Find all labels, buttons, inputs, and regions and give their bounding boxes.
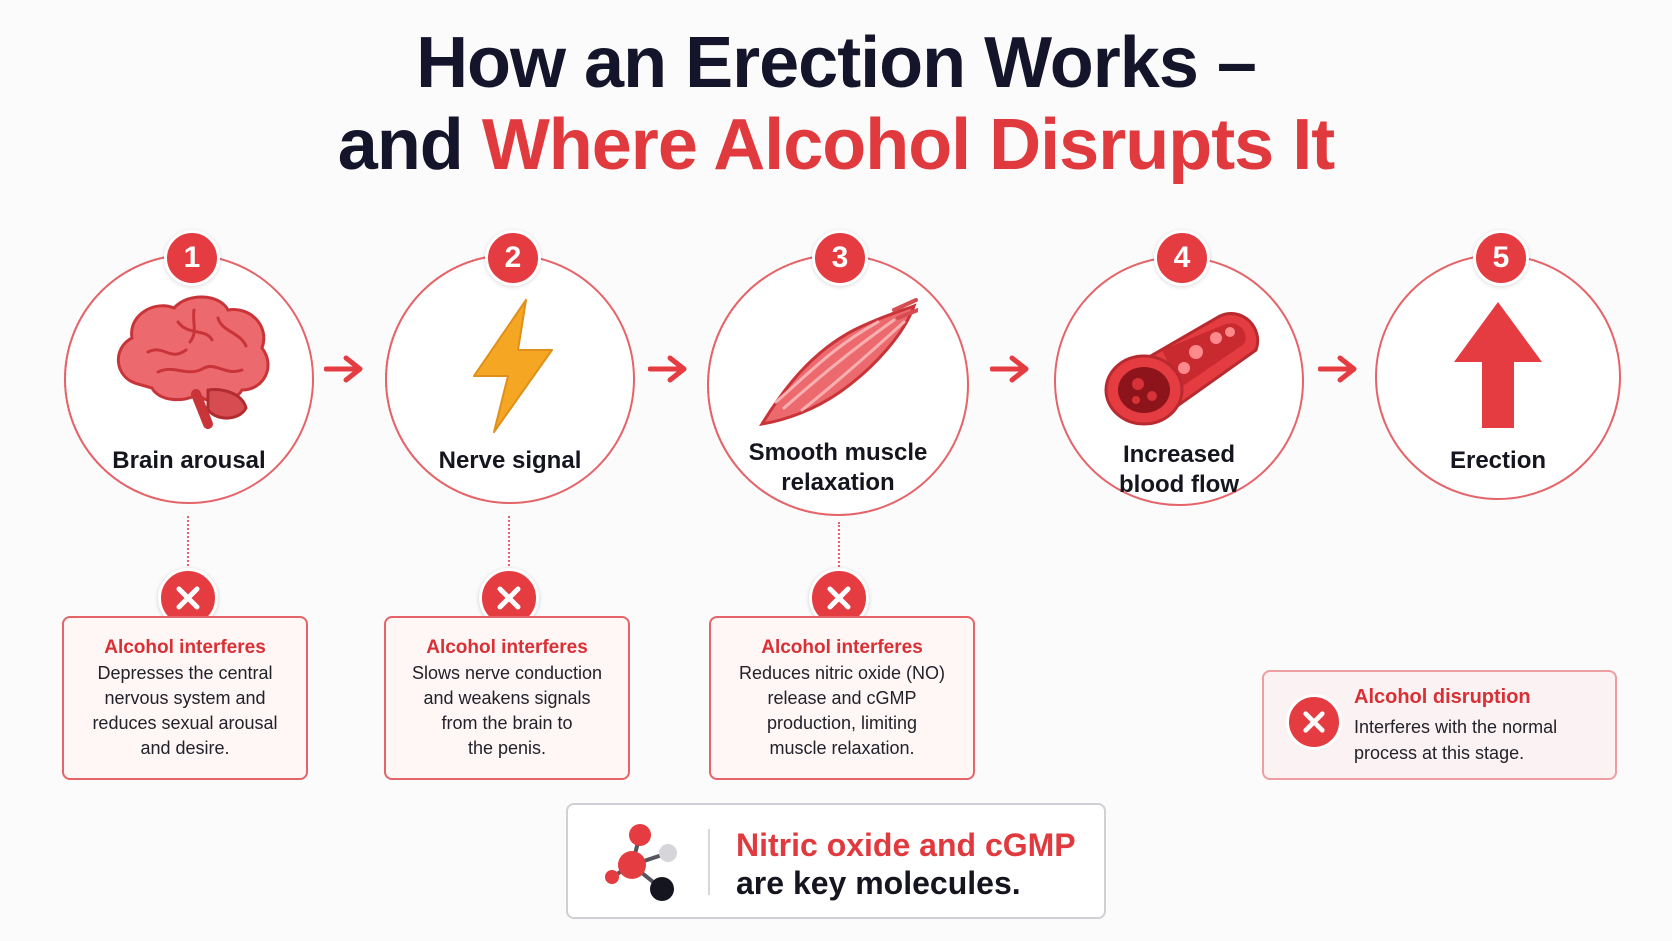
legend: Alcohol disruption Interferes with the n… — [1262, 670, 1617, 780]
molecule-note: Nitric oxide and cGMP are key molecules. — [566, 803, 1106, 919]
connector-2 — [508, 516, 510, 570]
title-prefix: and — [337, 105, 464, 185]
step-4-label-line-1: Increased — [1122, 441, 1236, 468]
legend-x-icon — [1286, 694, 1342, 750]
step-3-number: 3 — [812, 230, 868, 286]
step-4-number: 4 — [1154, 230, 1210, 286]
step-2-label: Nerve signal — [438, 447, 582, 474]
step-5-number: 5 — [1473, 230, 1529, 286]
arrow-1-icon — [324, 355, 363, 383]
molecule-divider — [708, 829, 710, 895]
disruption-2-body: Slows nerve conduction and weakens signa… — [411, 663, 603, 758]
brain-icon — [116, 295, 270, 429]
step-3-label-line-1: Smooth muscle — [748, 439, 928, 466]
molecule-icon — [605, 824, 677, 901]
step-2-number: 2 — [485, 230, 541, 286]
connector-1 — [187, 516, 189, 570]
molecule-line-2: are key molecules. — [736, 865, 1021, 901]
step-3-label-line-2: relaxation — [781, 469, 895, 496]
molecule-line-1: Nitric oxide and cGMP — [736, 827, 1076, 863]
disruption-1-body: Depresses the central nervous system and… — [92, 663, 278, 758]
disruption-3-heading: Alcohol interferes — [761, 637, 923, 658]
title-line-1: How an Erection Works – — [416, 23, 1257, 103]
blood-vessel-icon — [1104, 312, 1260, 426]
step-1-label: Brain arousal — [112, 447, 266, 474]
arrow-3-icon — [990, 355, 1029, 383]
arrow-4-icon — [1318, 355, 1357, 383]
legend-body: Interferes with the normal process at th… — [1354, 717, 1558, 763]
disruption-card-1: Alcohol interferes Depresses the central… — [62, 616, 308, 780]
connector-3 — [838, 522, 840, 570]
arrow-2-icon — [648, 355, 687, 383]
step-5-label: Erection — [1449, 447, 1547, 474]
lightning-bolt-icon — [473, 299, 553, 433]
disruption-card-3: Alcohol interferes Reduces nitric oxide … — [709, 616, 975, 780]
legend-heading: Alcohol disruption — [1354, 686, 1531, 708]
muscle-icon — [759, 298, 918, 427]
disruption-1-heading: Alcohol interferes — [104, 637, 266, 658]
title-accent: Where Alcohol Disrupts It — [481, 105, 1335, 185]
disruption-2-heading: Alcohol interferes — [426, 637, 588, 658]
step-4-label-line-2: blood flow — [1119, 471, 1239, 498]
title-line-2: and Where Alcohol Disrupts It — [0, 104, 1672, 186]
disruption-card-2: Alcohol interferes Slows nerve conductio… — [384, 616, 630, 780]
step-1-number: 1 — [164, 230, 220, 286]
up-arrow-icon — [1454, 302, 1542, 428]
disruption-3-body: Reduces nitric oxide (NO) release and cG… — [738, 663, 946, 758]
